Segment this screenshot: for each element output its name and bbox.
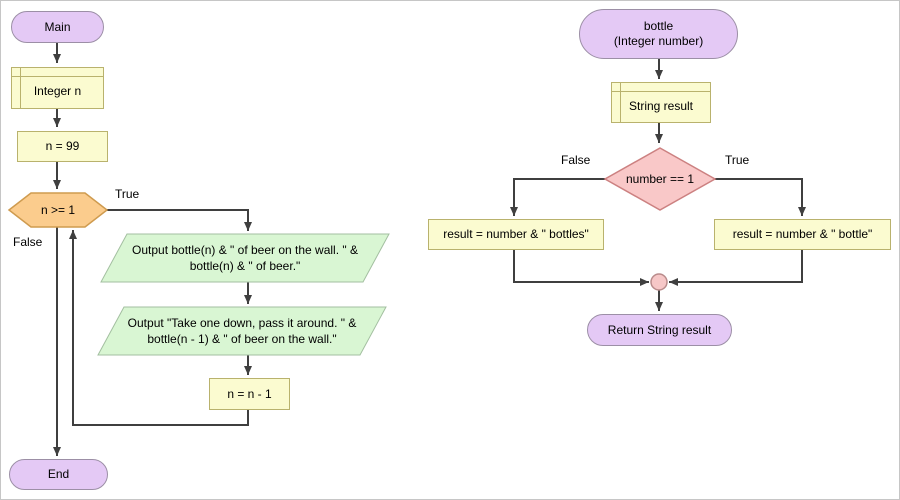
- terminal-main-label: Main: [44, 19, 71, 34]
- output1-shape[interactable]: [100, 233, 390, 283]
- edge-loop-true-to-output1: [107, 209, 252, 231]
- declare-string-result-label: String result: [628, 98, 694, 113]
- output1-line1: Output bottle(n) & " of beer on the wall…: [132, 243, 358, 257]
- assign-bottle[interactable]: result = number & " bottle": [714, 219, 891, 250]
- decision-label-box: number == 1: [605, 148, 715, 210]
- output1-line2: bottle(n) & " of beer.": [189, 259, 301, 273]
- decision-shape[interactable]: [603, 147, 717, 211]
- declare-string-result[interactable]: String result: [611, 82, 711, 123]
- terminal-end[interactable]: End: [9, 459, 108, 490]
- terminal-bottle-line2: (Integer number): [613, 34, 704, 48]
- assign-bottle-label: result = number & " bottle": [732, 227, 873, 241]
- terminal-end-label: End: [47, 467, 70, 481]
- loop-condition-label: n >= 1: [40, 203, 76, 217]
- loop-condition-shape[interactable]: [7, 192, 109, 228]
- terminal-bottle[interactable]: bottle (Integer number): [579, 9, 738, 59]
- output2-line1: Output "Take one down, pass it around. "…: [127, 316, 357, 330]
- edge-loopback: [69, 230, 249, 426]
- output2-shape[interactable]: [97, 306, 387, 356]
- assign-bottles-label: result = number & " bottles": [443, 227, 589, 241]
- assign-decrement-label: n = n - 1: [227, 386, 272, 401]
- decision-false-label: False: [561, 153, 591, 167]
- declare-side-line: [620, 83, 621, 122]
- declare-header-line: [612, 91, 710, 92]
- edge-decision-false: [510, 178, 605, 216]
- loop-false-label: False: [13, 235, 43, 249]
- assign-bottles[interactable]: result = number & " bottles": [428, 219, 604, 250]
- terminal-main[interactable]: Main: [11, 11, 104, 43]
- assign-n-99[interactable]: n = 99: [17, 131, 108, 162]
- terminal-return[interactable]: Return String result: [587, 314, 732, 346]
- terminal-return-label: Return String result: [607, 322, 712, 337]
- declare-header-line: [12, 76, 103, 77]
- terminal-bottle-line1: bottle: [643, 19, 674, 33]
- decision-true-label: True: [725, 153, 750, 167]
- edge-true-branch-to-merge: [669, 250, 803, 286]
- output2-line2: bottle(n - 1) & " of beer on the wall.": [147, 332, 337, 346]
- output1-label-box: Output bottle(n) & " of beer on the wall…: [101, 234, 389, 282]
- assign-n-99-label: n = 99: [45, 139, 80, 153]
- assign-decrement[interactable]: n = n - 1: [209, 378, 290, 410]
- loop-true-label: True: [115, 187, 140, 201]
- declare-side-line: [20, 68, 21, 108]
- decision-label: number == 1: [625, 172, 695, 186]
- edge-decision-true: [715, 178, 806, 216]
- merge-circle[interactable]: [650, 273, 668, 291]
- declare-integer-n-label: Integer n: [33, 84, 82, 98]
- output2-label-box: Output "Take one down, pass it around. "…: [98, 307, 386, 355]
- loop-condition-label-box: n >= 1: [9, 193, 107, 227]
- edge-false-branch-to-merge: [513, 250, 649, 286]
- declare-integer-n[interactable]: Integer n: [11, 67, 104, 109]
